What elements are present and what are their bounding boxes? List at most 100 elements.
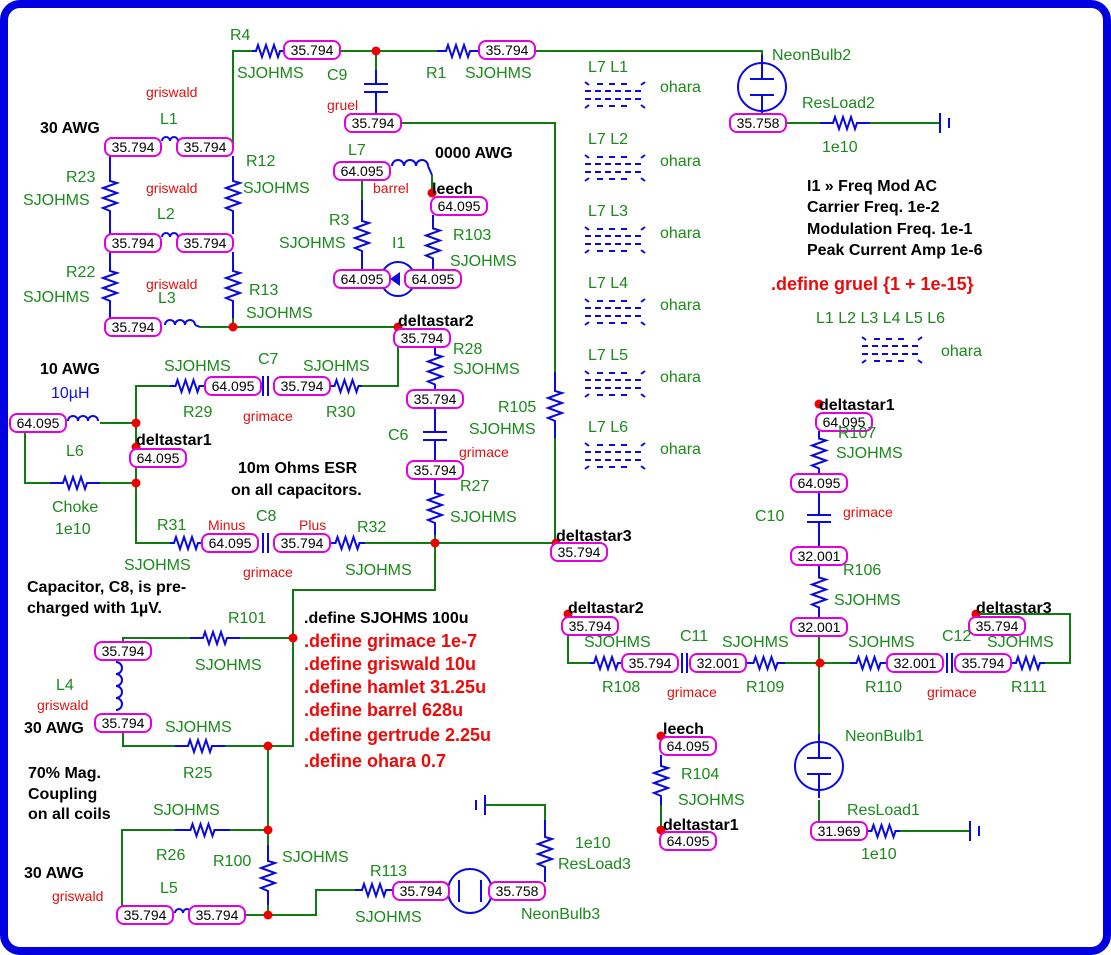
component-label: ResLoad1 [847,802,920,819]
annotation-text: Peak Current Amp 1e-6 [807,242,983,259]
capacitor [364,70,388,114]
component-label: SJOHMS [153,802,220,819]
node-voltage-value: 64.095 [209,535,252,551]
capacitor [262,376,269,396]
parameter-label: grimace [667,684,717,700]
wire [122,637,190,642]
component-label: R105 [498,399,536,416]
node-voltage-label: 35.794 [94,641,152,661]
resistor [425,347,446,390]
component-label: ohara [660,441,701,458]
component-label: SJOHMS [124,557,191,574]
node-voltage-value: 35.758 [737,115,780,131]
annotation-text: 10 AWG [40,361,100,378]
component-label: ohara [660,79,701,96]
define-directive: .define ohara 0.7 [304,751,446,771]
annotation-text: I1 » Freq Mod AC [807,178,938,195]
component-label: SJOHMS [243,180,310,197]
resistor [175,820,230,840]
neon-bulb-icon [447,868,493,914]
parameter-label: griswald [52,888,103,904]
node-voltage-value: 35.794 [291,42,334,58]
node-voltage-value: 35.794 [102,643,145,659]
junction-dot [131,418,141,428]
wire [362,327,399,387]
annotation-text: 30 AWG [24,865,84,882]
node-voltage-label: 35.794 [273,533,331,553]
component-label: L6 [66,443,84,460]
node-voltage-label: 35.794 [954,653,1012,673]
node-voltage-label: 35.794 [188,905,246,925]
component-label: ResLoad2 [802,95,875,112]
node-voltage-value: 35.794 [196,907,239,923]
node-voltage-label: 35.794 [406,460,464,480]
component-label: SJOHMS [722,634,789,651]
inductor [391,159,429,167]
annotation-text: deltastar1 [819,397,895,414]
component-label: SJOHMS [465,65,532,82]
component-label: NeonBulb2 [772,47,851,64]
component-label: R30 [326,404,355,421]
node-voltage-label: 35.794 [283,40,341,60]
node-voltage-label: 35.794 [94,713,152,733]
component-label: L7 L2 [588,131,628,148]
node-voltage-label: 64.095 [404,269,462,289]
resistor [223,252,244,318]
component-label: R1 [426,65,447,82]
node-voltage-label: 35.794 [478,40,536,60]
component-label: R100 [213,853,251,870]
node-voltage-label: 32.001 [790,617,848,637]
node-voltage-label: 64.095 [790,473,848,493]
node-voltage-value: 32.001 [798,548,841,564]
component-label: R107 [838,425,876,442]
node-voltage-label: 35.794 [406,389,464,409]
resistor [1011,653,1045,673]
node-voltage-label: 35.794 [176,137,234,157]
coupling-symbol [585,379,645,389]
node-voltage-label: 64.095 [333,269,391,289]
annotation-text: 70% Mag. [28,765,101,782]
component-label: L7 L5 [588,347,628,364]
component-label: SJOHMS [836,445,903,462]
components [50,41,1045,914]
component-label: SJOHMS [165,719,232,736]
component-label: NeonBulb1 [845,728,924,745]
junction-dot [815,658,825,668]
node-voltage-value: 64.095 [667,738,710,754]
resistor [820,113,870,133]
wire [536,50,763,63]
node-voltage-label: 35.794 [392,881,450,901]
annotation-text: 30 AWG [40,120,100,137]
node-voltage-label: 35.794 [104,137,162,157]
node-voltage-label: 64.095 [204,376,262,396]
resistor [190,628,240,648]
ground-icon [939,113,950,133]
component-label: L4 [56,677,74,694]
annotation-text: Coupling [28,786,97,803]
node-voltage-label: 35.794 [116,905,174,925]
component-label: L7 L1 [588,59,628,76]
component-label: 1e10 [55,521,91,538]
component-label: SJOHMS [848,634,915,651]
node-voltage-label: 35.794 [561,616,619,636]
coupling-symbol [862,345,922,355]
wire [485,804,546,820]
component-label: R108 [602,679,640,696]
component-label: SJOHMS [584,634,651,651]
node-voltage-value: 35.794 [401,330,444,346]
node-voltage-label: 64.095 [430,196,488,216]
node-voltage-label: 64.095 [9,413,67,433]
node-voltage-value: 35.794 [112,139,155,155]
component-label: ohara [660,369,701,386]
coupling-symbol [585,307,645,317]
node-voltage-value: 64.095 [17,415,60,431]
component-label: R22 [66,264,95,281]
component-label: R110 [865,679,902,696]
component-label: R25 [183,765,212,782]
component-label: ohara [941,343,982,360]
resistor [867,821,900,841]
resistor [252,41,284,61]
